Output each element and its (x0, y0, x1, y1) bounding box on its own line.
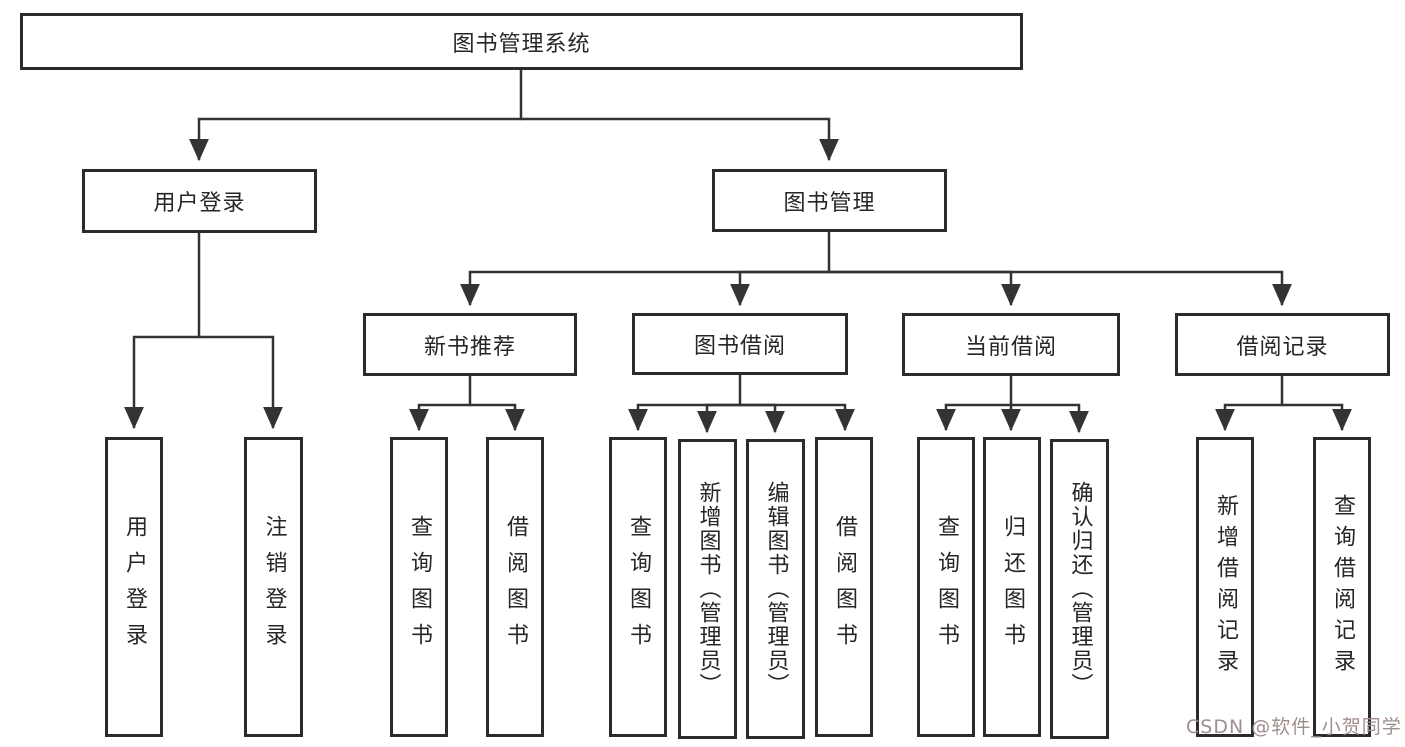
leaf-user-login: 用户登录 (105, 437, 163, 737)
leaf-return-book: 归还图书 (983, 437, 1041, 737)
leaf-logout-label: 注销登录 (261, 515, 287, 659)
leaf-logout: 注销登录 (244, 437, 303, 737)
leaf-add-book-admin: 新增图书（管理员） (678, 439, 737, 739)
node-book-management: 图书管理 (712, 169, 947, 232)
leaf-query-books-recommend: 查询图书 (390, 437, 448, 737)
node-book-borrow: 图书借阅 (632, 313, 848, 375)
node-user-login-label: 用户登录 (153, 191, 246, 216)
node-new-book-recommend: 新书推荐 (363, 313, 577, 376)
leaf-confirm-return-admin: 确认归还（管理员） (1050, 439, 1109, 739)
leaf-query-books-borrow: 查询图书 (609, 437, 667, 737)
leaf-query-books-current: 查询图书 (917, 437, 975, 737)
leaf-borrow-books-recommend: 借阅图书 (486, 437, 544, 737)
leaf-edit-book-admin: 编辑图书（管理员） (746, 439, 805, 739)
leaf-return-book-label: 归还图书 (1000, 515, 1025, 659)
node-book-borrow-label: 图书借阅 (693, 334, 786, 359)
leaf-query-books-recommend-label: 查询图书 (407, 515, 432, 659)
leaf-add-borrow-record: 新增借阅记录 (1196, 437, 1254, 737)
leaf-query-books-current-label: 查询图书 (934, 515, 959, 659)
leaf-query-borrow-record: 查询借阅记录 (1313, 437, 1371, 737)
leaf-confirm-return-admin-label: 确认归还（管理员） (1067, 481, 1093, 697)
leaf-user-login-label: 用户登录 (122, 515, 147, 659)
watermark: CSDN @软件_小贺同学 (1186, 716, 1402, 738)
node-library-system: 图书管理系统 (20, 13, 1023, 70)
node-current-borrow-label: 当前借阅 (964, 334, 1057, 360)
leaf-edit-book-admin-label: 编辑图书（管理员） (763, 481, 789, 697)
leaf-borrow-books-borrow: 借阅图书 (815, 437, 873, 737)
node-user-login: 用户登录 (82, 169, 317, 233)
leaf-add-borrow-record-label: 新增借阅记录 (1213, 494, 1238, 680)
leaf-borrow-books-borrow-label: 借阅图书 (832, 515, 857, 659)
leaf-query-borrow-record-label: 查询借阅记录 (1330, 494, 1355, 680)
node-book-management-label: 图书管理 (783, 190, 876, 216)
leaf-borrow-books-recommend-label: 借阅图书 (503, 515, 528, 659)
node-current-borrow: 当前借阅 (902, 313, 1120, 376)
leaf-add-book-admin-label: 新增图书（管理员） (695, 481, 721, 697)
leaf-query-books-borrow-label: 查询图书 (626, 515, 651, 659)
node-library-system-label: 图书管理系统 (452, 31, 591, 57)
node-borrow-records-label: 借阅记录 (1236, 334, 1329, 360)
node-borrow-records: 借阅记录 (1175, 313, 1390, 376)
node-new-book-recommend-label: 新书推荐 (423, 334, 516, 360)
